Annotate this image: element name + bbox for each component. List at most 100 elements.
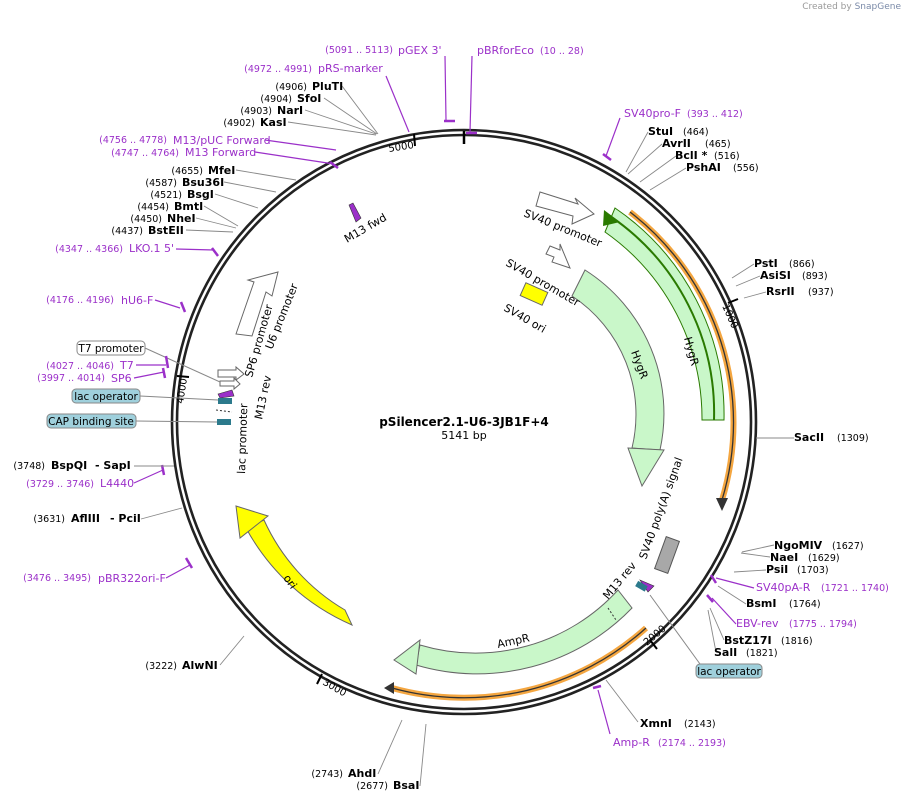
t7-pos: (4027 .. 4046) — [46, 361, 114, 372]
nar-pos: (4903) — [240, 106, 272, 117]
bspqi-extra: - SapI — [95, 459, 131, 472]
ahd-leader — [377, 719, 403, 775]
plu-name: PluTI — [312, 80, 343, 93]
tick-label-4000: 4000 — [175, 378, 190, 405]
bmt-pos: (4454) — [137, 202, 169, 213]
hu6-leader — [154, 299, 181, 309]
pgex-pos: (5091 .. 5113) — [325, 45, 393, 56]
cap-site-mark — [217, 419, 231, 425]
l4440-pos: (3729 .. 3746) — [26, 479, 94, 490]
pbr322-mark — [184, 557, 194, 569]
asis-leader — [735, 275, 761, 287]
sv40-promoter-arrow-1 — [535, 191, 595, 225]
sal-pos: (1821) — [746, 648, 778, 659]
psha-name: PshAI — [686, 161, 721, 174]
bste-pos: (4437) — [111, 226, 143, 237]
hygr-inner-arrowhead — [627, 447, 665, 488]
bmt-name: BmtI — [174, 200, 203, 213]
tick-1000 — [727, 298, 739, 304]
hu6-mark — [179, 301, 187, 313]
lac-operator-right-box — [695, 663, 763, 679]
ebv-pos: (1775 .. 1794) — [789, 619, 857, 630]
afl-pos: (3631) — [33, 514, 65, 525]
psha-leader — [649, 167, 687, 191]
m13fwd-leader — [254, 151, 335, 165]
nae-leader — [740, 552, 771, 558]
afl-name: AflIII — [71, 512, 100, 525]
m13-fwd-arrow — [348, 202, 362, 223]
prs-name: pRS-marker — [318, 62, 383, 75]
lko-mark — [211, 247, 219, 257]
sv40par-leader — [715, 577, 755, 589]
ampr-primer-name: Amp-R — [613, 736, 650, 749]
alw-pos: (3222) — [145, 661, 177, 672]
nhe-pos: (4450) — [130, 214, 162, 225]
ampr-dashed — [607, 607, 617, 621]
ngo-name: NgoMIV — [774, 539, 823, 552]
sp6-mark — [161, 367, 167, 379]
tick-4000 — [176, 375, 190, 378]
nhe-name: NheI — [167, 212, 196, 225]
psha-pos: (556) — [733, 163, 759, 174]
pbrfor-pos: (10 .. 28) — [540, 46, 584, 57]
pbr322-leader — [165, 564, 191, 579]
sp6-name: SP6 — [111, 372, 132, 385]
pgex-leader — [444, 55, 447, 121]
avr-pos: (465) — [705, 139, 731, 150]
hygr-inner-arrow — [571, 269, 665, 451]
afl-extra: - PciI — [110, 512, 141, 525]
tick-label-3000: 3000 — [321, 677, 349, 699]
stu-name: StuI — [648, 125, 673, 138]
cap-site-leader — [135, 420, 218, 423]
sv40-ori-label: SV40 ori — [502, 301, 549, 335]
plasmid-length: 5141 bp — [441, 429, 486, 442]
psi-name: PsiI — [766, 563, 788, 576]
u6-promoter-arrow — [235, 271, 279, 337]
ampr-primer-mark — [592, 684, 602, 690]
xmn-leader — [605, 679, 639, 723]
mfe-pos: (4655) — [171, 166, 203, 177]
asis-name: AsiSI — [760, 269, 791, 282]
bsm-leader — [717, 585, 747, 605]
m13-fwd-label: M13 fwd — [342, 211, 389, 246]
lko-pos: (4347 .. 4366) — [55, 244, 123, 255]
lac-operator-left-leader — [139, 395, 219, 401]
bcl-leader — [639, 155, 677, 183]
avr-leader — [627, 143, 663, 175]
bsm-pos: (1764) — [789, 599, 821, 610]
ngo-leader — [741, 544, 775, 553]
bsm-name: BsmI — [746, 597, 777, 610]
pst-leader — [731, 263, 755, 279]
m13-rev-left-label: M13 rev — [252, 374, 274, 421]
ori-arrowhead — [235, 505, 270, 539]
snapgene-credit: Created by SnapGene — [802, 2, 901, 12]
bsu36-pos: (4587) — [145, 178, 177, 189]
t7-mark — [164, 355, 170, 369]
sfo-pos: (4904) — [260, 94, 292, 105]
ampr-primer-pos: (2174 .. 2193) — [658, 738, 726, 749]
hu6-pos: (4176 .. 4196) — [46, 295, 114, 306]
bstz-leader — [709, 607, 725, 641]
tick-2000 — [649, 639, 658, 650]
pgex-name: pGEX 3' — [398, 44, 442, 57]
bsa-pos: (2677) — [356, 781, 388, 792]
xmn-name: XmnI — [640, 717, 672, 730]
l4440-name: L4440 — [100, 477, 134, 490]
bspqi-pos: (3748) — [13, 461, 45, 472]
ebv-name: EBV-rev — [736, 617, 779, 630]
bstz-pos: (1816) — [781, 636, 813, 647]
m13puc-leader — [264, 139, 337, 151]
pbr322-name: pBR322ori-F — [98, 572, 166, 585]
lac-promoter-label: lac promoter — [235, 403, 250, 474]
sv40prof-name: SV40pro-F — [624, 107, 681, 120]
hygr-outer-orange-line — [629, 211, 735, 501]
m13-rev-left-arrow — [217, 389, 235, 399]
sp6-pos: (3997 .. 4014) — [37, 373, 105, 384]
lac-operator-left-mark — [218, 398, 232, 404]
m13fwd-pos: (4747 .. 4764) — [111, 148, 179, 159]
avr-name: AvrII — [662, 137, 691, 150]
sv40prof-pos: (393 .. 412) — [687, 109, 743, 120]
bsa-leader — [419, 723, 427, 787]
kas-name: KasI — [260, 116, 287, 129]
